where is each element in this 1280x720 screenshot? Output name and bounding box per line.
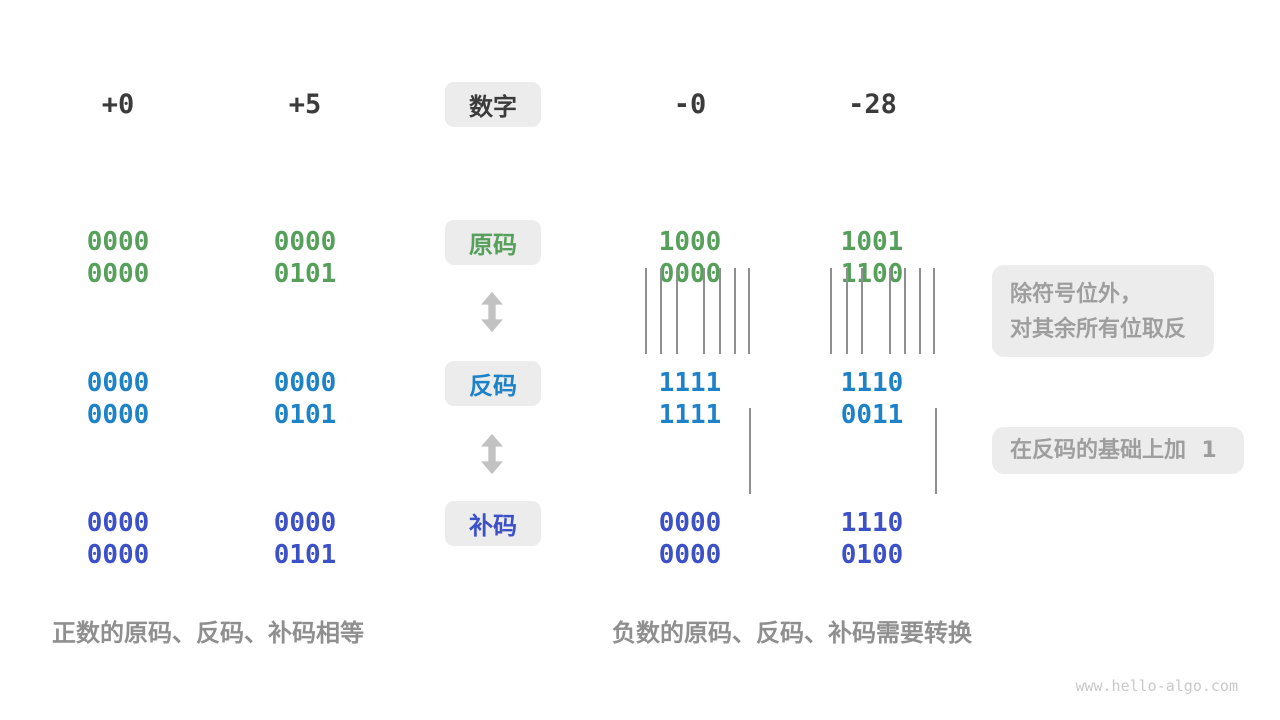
tag-ones-complement-label: 反码 xyxy=(469,372,517,400)
bit-connector-line xyxy=(935,408,937,494)
header-number-minus0: -0 xyxy=(673,89,707,120)
bit-connector-line xyxy=(749,408,751,494)
ones-complement-minus0: 1111 1111 xyxy=(658,368,722,430)
bit-connector-line xyxy=(734,268,736,354)
caption-negative: 负数的原码、反码、补码需要转换 xyxy=(612,619,972,647)
twos-complement-plus0: 0000 0000 xyxy=(86,508,150,570)
bit-connector-line xyxy=(830,268,832,354)
watermark: www.hello-algo.com xyxy=(1075,677,1238,695)
tag-sign-magnitude: 原码 xyxy=(445,220,541,265)
tag-sign-magnitude-label: 原码 xyxy=(469,231,517,259)
bit-connector-line xyxy=(703,268,705,354)
tag-twos-complement: 补码 xyxy=(445,501,541,546)
bit-connector-line xyxy=(889,268,891,354)
note-flip-bits-line1: 除符号位外， xyxy=(1010,282,1143,307)
ones-complement-minus28: 1110 0011 xyxy=(840,368,904,430)
twos-complement-minus28: 1110 0100 xyxy=(840,508,904,570)
bit-connector-line xyxy=(919,268,921,354)
note-flip-bits-line2: 对其余所有位取反 xyxy=(1010,317,1187,342)
up-down-arrow-icon xyxy=(481,433,503,475)
bit-connector-line xyxy=(933,268,935,354)
header-number-plus0: +0 xyxy=(101,89,135,120)
tag-ones-complement: 反码 xyxy=(445,361,541,406)
caption-positive: 正数的原码、反码、补码相等 xyxy=(52,619,364,647)
note-plus-one: 在反码的基础上加 1 xyxy=(992,427,1244,474)
bit-connector-line xyxy=(846,268,848,354)
tag-number-label: 数字 xyxy=(469,93,517,121)
header-number-minus28: -28 xyxy=(848,89,897,120)
ones-complement-plus0: 0000 0000 xyxy=(86,368,150,430)
bit-connector-line xyxy=(719,268,721,354)
bit-connector-line xyxy=(904,268,906,354)
bit-connector-line xyxy=(676,268,678,354)
tag-number: 数字 xyxy=(445,82,541,127)
bit-connector-line xyxy=(748,268,750,354)
twos-complement-minus0: 0000 0000 xyxy=(658,508,722,570)
up-down-arrow-icon xyxy=(481,291,503,333)
bit-connector-line xyxy=(861,268,863,354)
sign-magnitude-plus0: 0000 0000 xyxy=(86,227,150,289)
note-flip-bits: 除符号位外， 对其余所有位取反 xyxy=(992,265,1214,357)
bit-connector-line xyxy=(660,268,662,354)
tag-twos-complement-label: 补码 xyxy=(469,512,517,540)
sign-magnitude-minus28: 1001 1100 xyxy=(840,227,904,289)
ones-complement-plus5: 0000 0101 xyxy=(273,368,337,430)
sign-magnitude-minus0: 1000 0000 xyxy=(658,227,722,289)
sign-magnitude-plus5: 0000 0101 xyxy=(273,227,337,289)
twos-complement-plus5: 0000 0101 xyxy=(273,508,337,570)
header-number-plus5: +5 xyxy=(288,89,322,120)
bit-connector-line xyxy=(645,268,647,354)
